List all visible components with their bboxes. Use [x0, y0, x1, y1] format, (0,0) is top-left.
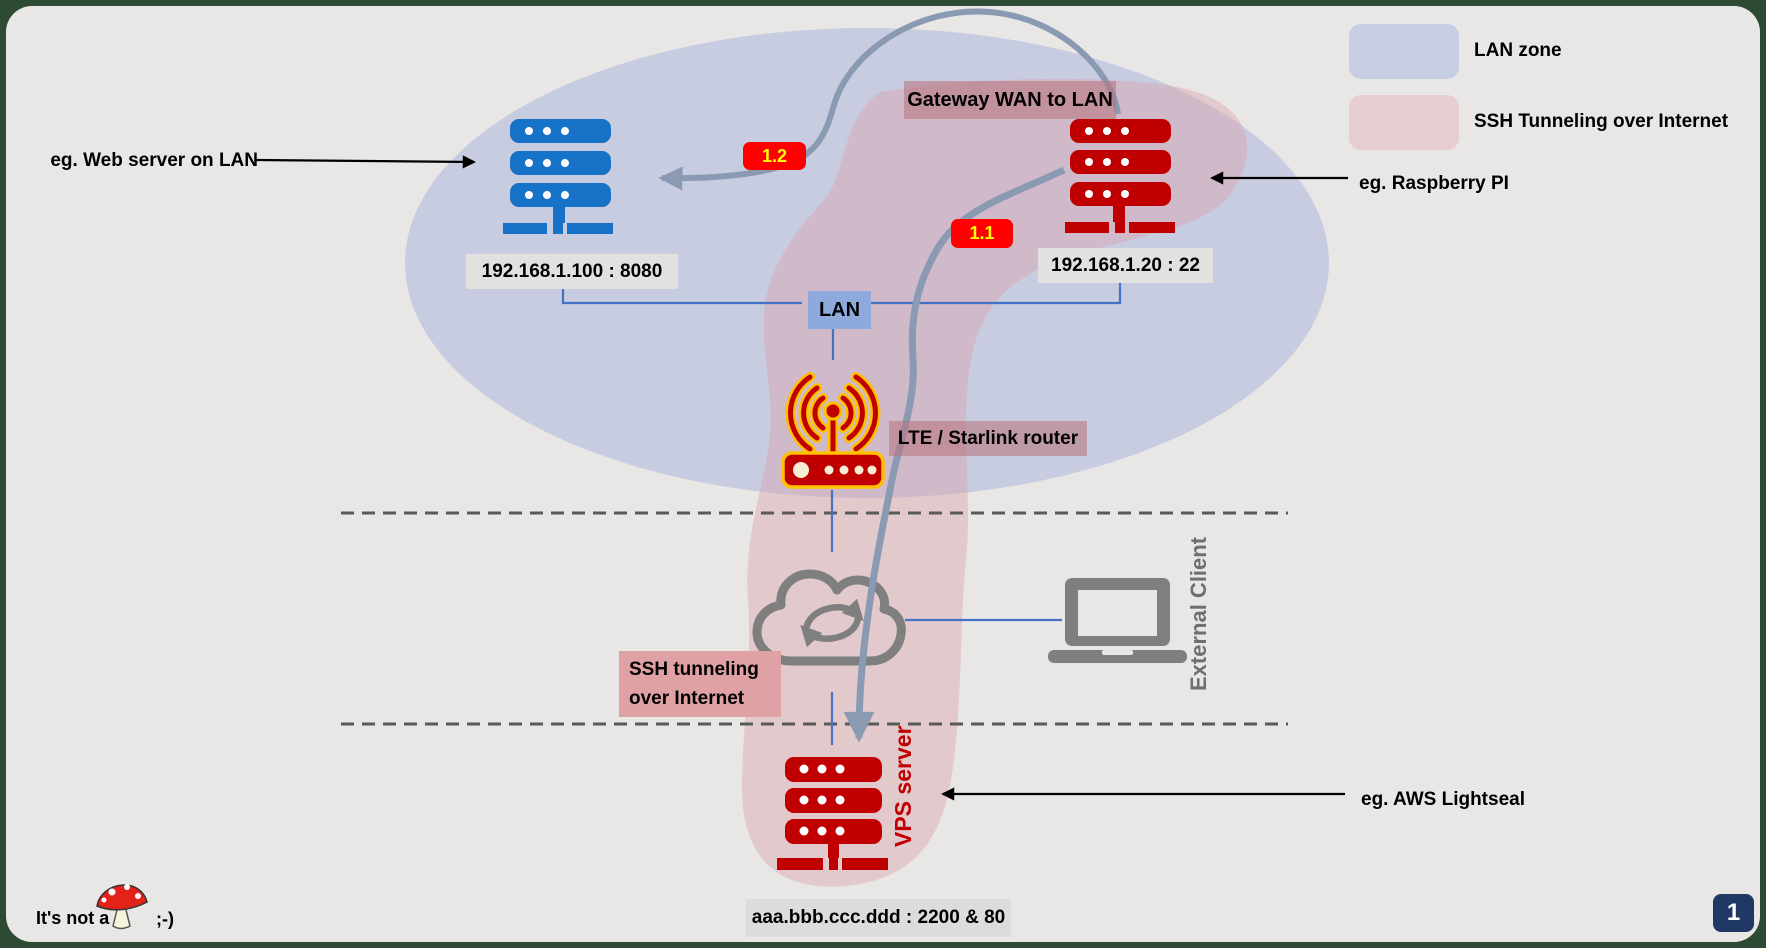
internet-cloud-icon: [752, 569, 906, 666]
page-number-badge: 1: [1713, 894, 1754, 932]
raspberry-address: 192.168.1.20 : 22: [1038, 248, 1213, 283]
web-server-icon: [503, 119, 613, 234]
webserver-caption-arrow: [255, 155, 476, 169]
joke-text: It's not a: [36, 908, 110, 928]
aws-caption: eg. AWS Lightseal: [1361, 789, 1525, 810]
ssh-tunnel-label-line2: over Internet: [629, 688, 745, 709]
network-connectors: [561, 278, 1122, 745]
lan-zone-area: [405, 28, 1329, 498]
raspberry-pi-icon: [1065, 119, 1175, 233]
ssh-tunnel-label: SSH tunneling over Internet: [619, 651, 781, 717]
laptop-icon: [1048, 578, 1187, 663]
vps-server-label: VPS server: [890, 725, 916, 848]
external-client-label: External Client: [1186, 536, 1211, 691]
webserver-caption: eg. Web server on LAN: [50, 150, 258, 171]
step-badge-1-2: 1.2: [743, 142, 806, 170]
legend-swatch-ssh: [1349, 95, 1459, 150]
step-badge-1-1: 1.1: [951, 219, 1013, 248]
gateway-label: Gateway WAN to LAN: [904, 81, 1116, 119]
slide-canvas: LAN zone SSH Tunneling over Internet eg.…: [6, 6, 1760, 942]
router-label: LTE / Starlink router: [889, 421, 1087, 456]
joke-suffix-text: ;-): [156, 909, 174, 929]
zone-separators: [341, 511, 1288, 726]
legend-label-lan: LAN zone: [1474, 40, 1562, 61]
mushroom-icon: [96, 884, 148, 930]
legend-swatch-lan: [1349, 24, 1459, 79]
ssh-tunnel-label-line1: SSH tunneling: [629, 659, 759, 680]
vps-address: aaa.bbb.ccc.ddd : 2200 & 80: [746, 899, 1011, 937]
sync-arrows-icon: [800, 598, 864, 648]
webserver-address: 192.168.1.100 : 8080: [466, 254, 678, 289]
diagram-layer: [96, 8, 1348, 930]
ssh-tunnel-area: [741, 78, 1248, 887]
lan-segment-box: LAN: [808, 291, 871, 329]
router-icon: [781, 372, 885, 489]
vps-server-icon: [777, 757, 888, 870]
raspberry-caption: eg. Raspberry PI: [1359, 173, 1509, 194]
gateway-to-webserver-arrow: [658, 8, 1121, 191]
legend-label-ssh: SSH Tunneling over Internet: [1474, 111, 1729, 132]
caption-arrows: [255, 155, 1348, 801]
